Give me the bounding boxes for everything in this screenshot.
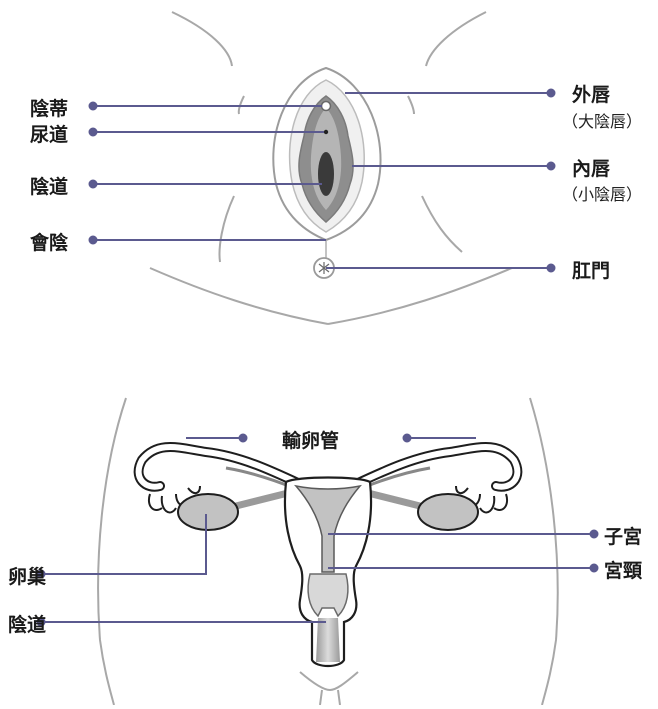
label-labia-majora: 外唇 xyxy=(572,80,610,107)
urethra-dot xyxy=(324,130,328,134)
vulva xyxy=(273,68,380,278)
clitoris-dot xyxy=(322,102,331,111)
thigh-crease-left xyxy=(220,196,234,262)
leg-line-left xyxy=(320,690,322,705)
label-perineum: 會陰 xyxy=(30,228,68,255)
inner-thigh-right xyxy=(328,268,512,324)
thigh-crease-right xyxy=(422,196,462,252)
ovary-right xyxy=(418,494,478,530)
label-fallopian-tube: 輸卵管 xyxy=(282,426,339,453)
vaginal-canal xyxy=(316,618,340,662)
label-anus: 肛門 xyxy=(572,256,610,283)
label-labia-majora-alt: （大陰唇） xyxy=(562,108,642,132)
label-cervix: 宮頸 xyxy=(604,556,642,583)
leg-crease xyxy=(300,672,358,690)
leg-line-right xyxy=(338,690,340,705)
vaginal-opening xyxy=(318,152,334,196)
label-vagina-external: 陰道 xyxy=(30,172,68,199)
hip-right xyxy=(530,398,558,705)
inner-thigh-left xyxy=(150,268,328,324)
uterus-system xyxy=(139,447,518,666)
label-uterus: 子宮 xyxy=(604,522,642,549)
label-clitoris: 陰蒂 xyxy=(30,94,68,121)
label-labia-minora: 內唇 xyxy=(572,154,610,181)
body-outline-left xyxy=(172,12,232,66)
label-labia-minora-alt: （小陰唇） xyxy=(562,181,642,205)
groin-right xyxy=(408,96,414,114)
label-ovary: 卵巢 xyxy=(8,562,46,589)
hip-left xyxy=(98,398,126,705)
label-vagina-internal: 陰道 xyxy=(8,610,46,637)
label-urethra: 尿道 xyxy=(30,120,68,147)
ovary-left xyxy=(178,494,238,530)
body-outline-right xyxy=(426,12,486,66)
